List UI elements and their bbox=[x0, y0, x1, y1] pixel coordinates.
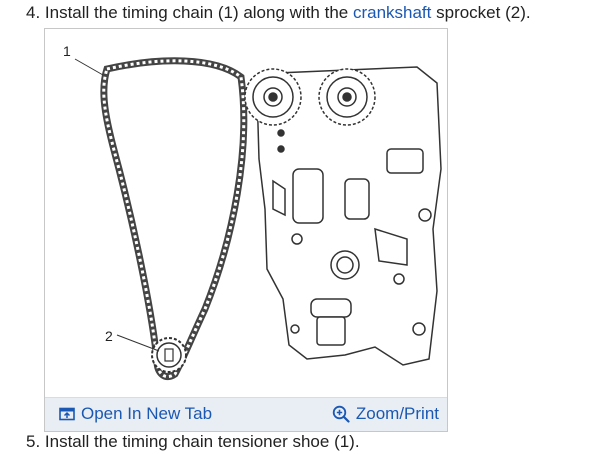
open-in-new-tab-label: Open In New Tab bbox=[81, 404, 213, 423]
figure-action-bar: Open In New Tab Zoom/Print bbox=[45, 397, 447, 431]
timing-chain-illustration: 1 2 bbox=[63, 43, 442, 381]
callout-1: 1 bbox=[63, 43, 71, 59]
timing-chain-drawing bbox=[100, 57, 248, 381]
open-in-new-tab-icon bbox=[59, 407, 75, 421]
step-4-instruction: 4. Install the timing chain (1) along wi… bbox=[26, 3, 531, 23]
callout-2: 2 bbox=[105, 328, 113, 344]
zoom-in-icon bbox=[332, 405, 350, 423]
zoom-print-button[interactable]: Zoom/Print bbox=[332, 404, 439, 424]
zoom-print-label: Zoom/Print bbox=[355, 404, 439, 423]
crankshaft-sprocket-drawing bbox=[151, 337, 187, 373]
step-4-text-after: sprocket (2). bbox=[431, 3, 531, 22]
figure-card: 1 2 bbox=[44, 28, 448, 432]
step-4-text-before: 4. Install the timing chain (1) along wi… bbox=[26, 3, 353, 22]
open-in-new-tab-button[interactable]: Open In New Tab bbox=[59, 404, 212, 424]
crankshaft-link[interactable]: crankshaft bbox=[352, 3, 432, 22]
engine-block-drawing bbox=[244, 66, 442, 366]
step-5-instruction: 5. Install the timing chain tensioner sh… bbox=[26, 432, 360, 451]
